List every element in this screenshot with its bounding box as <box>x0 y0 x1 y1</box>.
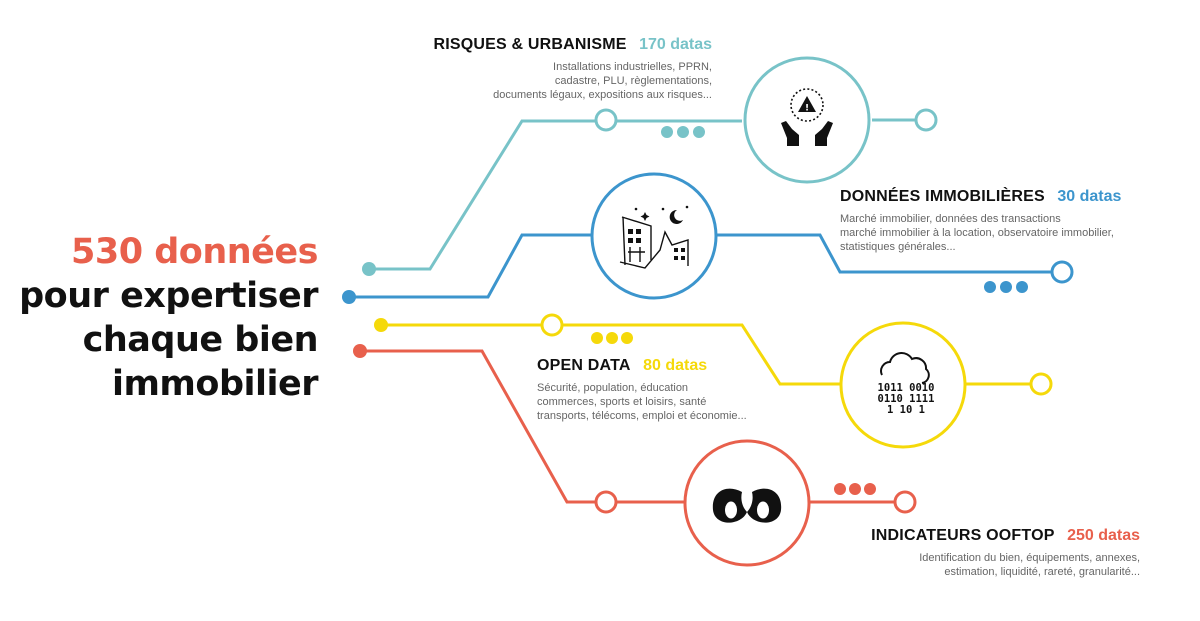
section-ooftop: INDICATEURS OOFTOP 250 datas Identificat… <box>871 527 1140 579</box>
binary-line-3: 1 10 1 <box>887 404 925 416</box>
section-desc: Identification du bien, équipements, ann… <box>871 551 1140 579</box>
section-count: 80 datas <box>643 357 708 374</box>
immobilier-main-circle <box>590 172 718 300</box>
risques-node <box>594 108 618 132</box>
opendata-end-node <box>1029 372 1053 396</box>
headline-accent: 530 données <box>71 232 319 272</box>
hands-warning-icon: ! <box>781 88 833 146</box>
ooftop-more-dots <box>834 483 876 495</box>
ooftop-logo-icon <box>712 488 782 523</box>
ooftop-line-group <box>353 344 917 567</box>
section-title: RISQUES & URBANISME <box>433 36 627 53</box>
desc-line: statistiques générales... <box>840 241 956 253</box>
immobilier-start-dot <box>342 290 356 304</box>
section-title: INDICATEURS OOFTOP <box>871 527 1055 544</box>
opendata-more-dots <box>591 332 633 344</box>
section-count: 250 datas <box>1067 527 1140 544</box>
opendata-main-circle <box>839 321 967 449</box>
section-count: 170 datas <box>639 36 712 53</box>
desc-line: Marché immobilier, données des transacti… <box>840 213 1061 225</box>
ooftop-end-node <box>893 490 917 514</box>
binary-cloud-icon: 1011 0010 0110 1111 1 10 1 <box>878 352 935 416</box>
section-opendata: OPEN DATA 80 datas Sécurité, population,… <box>537 357 747 423</box>
desc-line: estimation, liquidité, rareté, granulari… <box>944 566 1140 578</box>
immobilier-line-group <box>342 172 1074 304</box>
ooftop-connector-line <box>360 349 685 504</box>
section-immobilier: DONNÉES IMMOBILIÈRES 30 datas Marché imm… <box>840 188 1121 254</box>
headline-line-1: pour expertiser <box>19 276 318 316</box>
desc-line: Sécurité, population, éducation <box>537 382 689 394</box>
immobilier-tail-line <box>716 233 1051 274</box>
binary-line-2: 0110 1111 <box>878 393 935 405</box>
headline-line-2: chaque bien <box>82 320 319 360</box>
opendata-start-dot <box>374 318 388 332</box>
risques-connector-line <box>369 119 742 271</box>
risques-more-dots <box>661 126 705 138</box>
risques-line-group <box>362 56 938 276</box>
risques-end-node <box>914 108 938 132</box>
desc-line: transports, télécoms, emploi et économie… <box>537 410 747 422</box>
section-title: DONNÉES IMMOBILIÈRES <box>840 188 1045 205</box>
section-count: 30 datas <box>1057 188 1122 205</box>
section-title: OPEN DATA <box>537 357 631 374</box>
desc-line: Identification du bien, équipements, ann… <box>919 552 1140 564</box>
ooftop-node <box>594 490 618 514</box>
opendata-line-group <box>374 313 1053 449</box>
city-night-icon <box>619 205 689 269</box>
desc-line: marché immobilier à la location, observa… <box>840 227 1114 239</box>
risques-start-dot <box>362 262 376 276</box>
desc-line: cadastre, PLU, règlementations, <box>554 75 712 87</box>
desc-line: documents légaux, expositions aux risque… <box>493 89 712 101</box>
section-desc: Installations industrielles, PPRN, cadas… <box>433 60 712 102</box>
risques-main-circle <box>743 56 871 184</box>
immobilier-more-dots <box>984 281 1028 293</box>
section-desc: Sécurité, population, éducation commerce… <box>537 381 747 423</box>
desc-line: Installations industrielles, PPRN, <box>553 61 712 73</box>
ooftop-start-dot <box>353 344 367 358</box>
immobilier-connector-line <box>349 233 592 299</box>
binary-line-1: 1011 0010 <box>878 382 935 394</box>
headline: 530 données pour expertiser chaque bien … <box>0 230 318 406</box>
opendata-node <box>540 313 564 337</box>
svg-text:!: ! <box>805 104 809 114</box>
headline-line-3: immobilier <box>111 364 319 404</box>
ooftop-main-circle <box>683 439 811 567</box>
section-risques: RISQUES & URBANISME 170 datas Installati… <box>433 36 712 102</box>
desc-line: commerces, sports et loisirs, santé <box>537 396 707 408</box>
section-desc: Marché immobilier, données des transacti… <box>840 212 1121 254</box>
immobilier-end-node <box>1050 260 1074 284</box>
